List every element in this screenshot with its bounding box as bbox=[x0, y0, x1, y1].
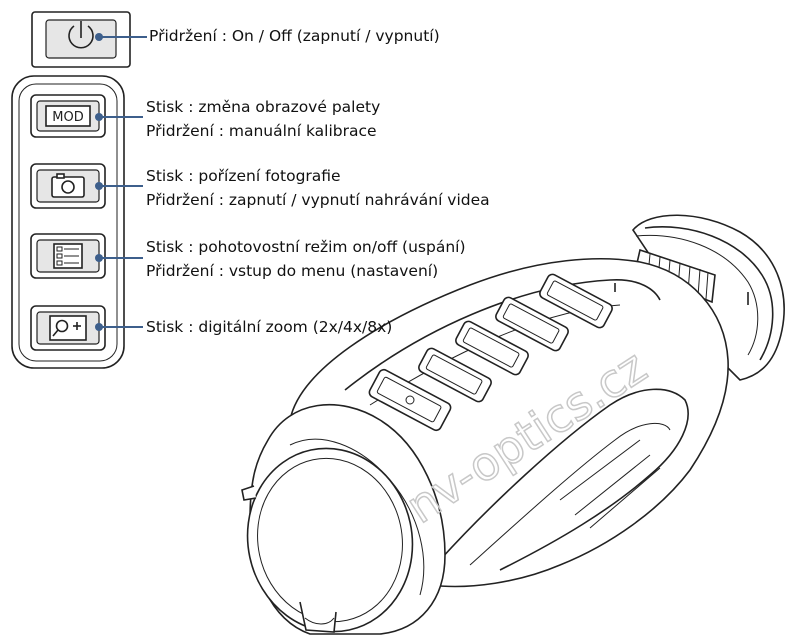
label-mod-line-2: Přidržení : manuální kalibrace bbox=[146, 122, 377, 140]
label-zoom-line-1: Stisk : digitální zoom (2x/4x/8x) bbox=[146, 318, 393, 336]
label-power-line-1: Přidržení : On / Off (zapnutí / vypnutí) bbox=[149, 27, 440, 45]
camera-button-illustration bbox=[30, 163, 106, 209]
menu-button-illustration bbox=[30, 233, 106, 279]
camera-icon bbox=[51, 173, 85, 198]
mod-button-illustration: MOD bbox=[30, 94, 106, 138]
label-power: Přidržení : On / Off (zapnutí / vypnutí) bbox=[149, 24, 440, 48]
zoom-button-illustration bbox=[30, 305, 106, 351]
label-menu: Stisk : pohotovostní režim on/off (uspán… bbox=[146, 235, 466, 283]
device-buttons bbox=[368, 273, 613, 432]
label-mod: Stisk : změna obrazové palety Přidržení … bbox=[146, 95, 380, 143]
label-zoom: Stisk : digitální zoom (2x/4x/8x) bbox=[146, 315, 392, 339]
power-button-illustration bbox=[31, 11, 147, 68]
label-mod-line-1: Stisk : změna obrazové palety bbox=[146, 98, 381, 116]
mod-icon-text: MOD bbox=[52, 110, 83, 125]
zoom-plus-icon bbox=[49, 315, 87, 341]
label-camera-line-2: Přidržení : zapnutí / vypnutí nahrávání … bbox=[146, 191, 490, 209]
label-menu-line-1: Stisk : pohotovostní režim on/off (uspán… bbox=[146, 238, 466, 256]
monocular-body-illustration bbox=[241, 214, 785, 635]
button-panel-illustration: MOD bbox=[11, 75, 143, 369]
label-camera-line-1: Stisk : pořízení fotografie bbox=[146, 167, 341, 185]
label-menu-line-2: Přidržení : vstup do menu (nastavení) bbox=[146, 262, 439, 280]
menu-list-icon bbox=[53, 243, 83, 269]
label-camera: Stisk : pořízení fotografie Přidržení : … bbox=[146, 164, 490, 212]
power-icon bbox=[68, 21, 94, 49]
